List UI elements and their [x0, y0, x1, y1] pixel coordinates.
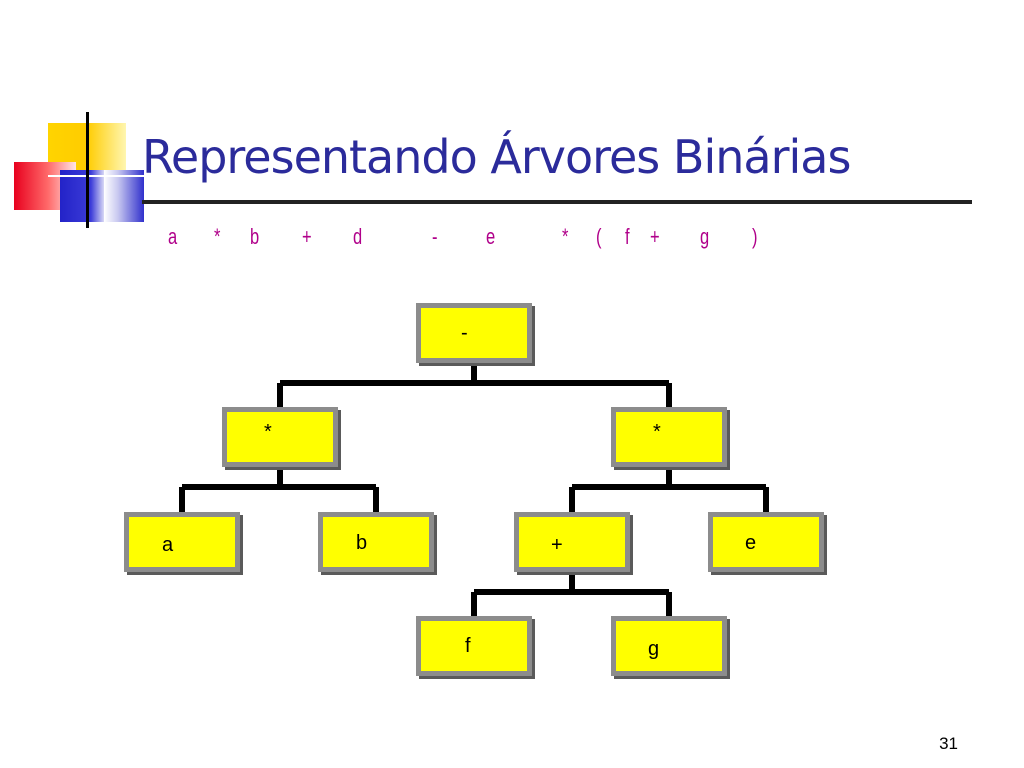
tree-node: -: [416, 303, 535, 366]
node-label: e: [745, 532, 756, 554]
tree-connectors: [179, 363, 769, 616]
tree-nodes: a b * f g + e * -: [124, 303, 827, 679]
expression-token: b: [250, 224, 260, 249]
title-underline: [142, 200, 972, 204]
blue-square-decoration: [104, 170, 144, 222]
tree-node: *: [611, 407, 730, 470]
blue-square-decoration: [60, 170, 104, 222]
node-box: [129, 517, 235, 567]
expression-token: g: [700, 224, 710, 249]
slide-title: Representando Árvores Binárias: [142, 130, 851, 184]
node-box: [713, 517, 819, 567]
tree-node: +: [514, 512, 633, 575]
tree-node: e: [708, 512, 827, 575]
tree-connector: [179, 467, 379, 512]
tree-node: b: [318, 512, 437, 575]
node-box: [519, 517, 625, 567]
node-box: [616, 412, 722, 462]
tree-node: f: [416, 616, 535, 679]
expression-token: e: [486, 224, 496, 249]
node-label: +: [551, 534, 563, 556]
expression-token: a: [168, 224, 178, 249]
expression-token: *: [214, 224, 221, 249]
expression-token: d: [353, 224, 363, 249]
decoration-line: [48, 175, 148, 177]
expression-token: +: [650, 224, 660, 249]
node-label: f: [465, 635, 471, 657]
tree-connector: [471, 572, 672, 616]
expression-token: f: [625, 224, 630, 249]
tree-connector: [569, 467, 769, 512]
expression-token: -: [432, 224, 438, 249]
node-box: [616, 621, 722, 671]
node-box: [421, 621, 527, 671]
expression-token: (: [596, 224, 602, 249]
expression-token: +: [302, 224, 312, 249]
tree-connector: [277, 363, 672, 407]
tree-node: a: [124, 512, 243, 575]
tree-node: g: [611, 616, 730, 679]
node-label: -: [461, 322, 468, 344]
node-label: *: [264, 421, 272, 443]
node-label: a: [162, 534, 174, 556]
tree-node: *: [222, 407, 341, 470]
node-label: *: [653, 421, 661, 443]
node-box: [227, 412, 333, 462]
node-box: [421, 308, 527, 358]
page-number: 31: [939, 734, 958, 753]
node-label: b: [356, 532, 367, 554]
expression-token: ): [752, 224, 758, 249]
node-label: g: [648, 638, 659, 660]
decoration-line: [86, 112, 89, 228]
decorative-squares: [0, 0, 160, 240]
expression-token: *: [562, 224, 569, 249]
node-box: [323, 517, 429, 567]
